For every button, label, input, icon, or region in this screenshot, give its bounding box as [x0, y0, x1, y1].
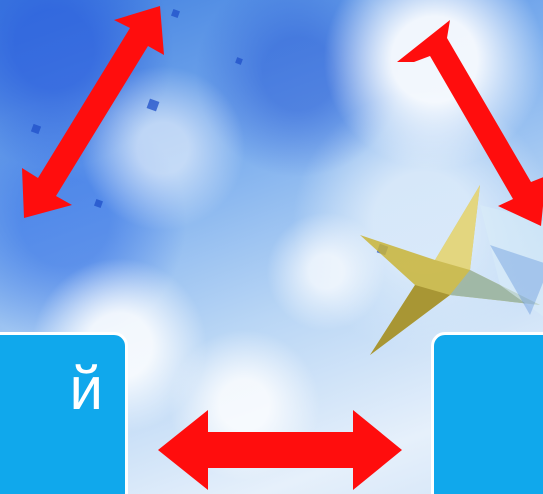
left-box-text: й [69, 359, 103, 419]
left-text-box: й [0, 332, 128, 494]
double-arrow-icon [158, 410, 402, 490]
double-arrow-icon [397, 20, 543, 226]
double-arrow-icon [22, 6, 164, 218]
right-text-box [431, 332, 543, 494]
